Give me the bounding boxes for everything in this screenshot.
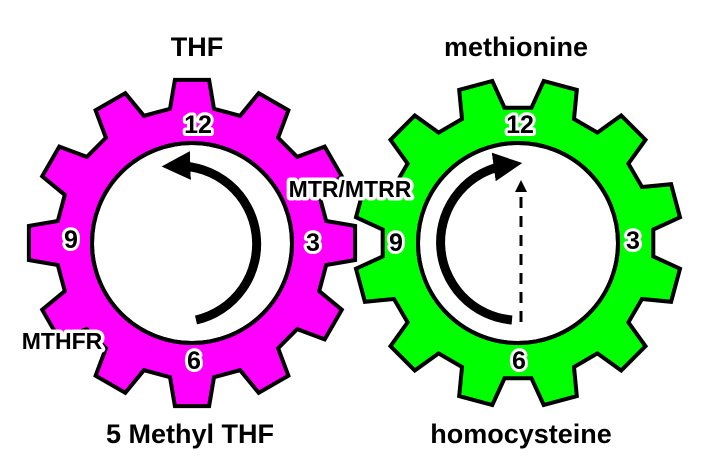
left-bottom-label: 5 Methyl THF — [106, 419, 274, 449]
left-number-12: 12 — [184, 111, 212, 139]
left-number-6: 6 — [187, 347, 201, 375]
right-gear-inner-ring — [416, 141, 620, 345]
enzyme-label-mtr-mtrr: MTR/MTRR — [289, 176, 412, 202]
right-number-6: 6 — [512, 347, 526, 375]
left-cycle-arrow — [161, 151, 262, 325]
left-number-3: 3 — [306, 229, 320, 257]
right-number-9: 9 — [389, 229, 403, 257]
right-number-12: 12 — [506, 111, 534, 139]
right-cycle-arrow — [436, 152, 523, 325]
left-number-9: 9 — [64, 226, 78, 254]
left-top-label: THF — [171, 32, 223, 62]
right-number-3: 3 — [626, 227, 640, 255]
enzyme-label-mthfr: MTHFR — [22, 328, 103, 354]
right-bottom-label: homocysteine — [430, 419, 612, 449]
right-top-label: methionine — [444, 32, 588, 62]
right-gear — [353, 78, 683, 408]
left-gear — [26, 77, 358, 409]
left-gear-inner-ring — [90, 141, 294, 345]
